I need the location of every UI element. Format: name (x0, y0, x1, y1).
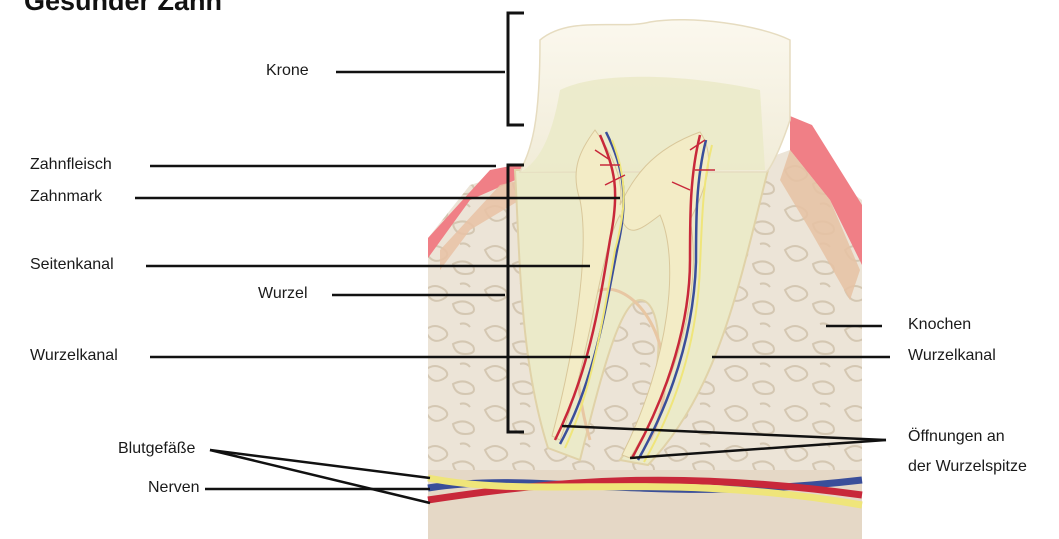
label-oeffnungen-line1: Öffnungen an (908, 428, 1005, 446)
diagram-title: Gesunder Zahn (24, 0, 222, 17)
label-seitenkanal: Seitenkanal (30, 256, 114, 274)
label-knochen: Knochen (908, 316, 971, 334)
label-wurzelkanal-left: Wurzelkanal (30, 347, 118, 365)
label-blutgefaesse: Blutgefäße (118, 440, 195, 458)
crown-bracket (508, 13, 524, 125)
leader-blutgefaesse-2 (210, 450, 430, 503)
label-zahnfleisch: Zahnfleisch (30, 156, 112, 174)
label-nerven: Nerven (148, 479, 200, 497)
label-wurzelkanal-right: Wurzelkanal (908, 347, 996, 365)
label-zahnmark: Zahnmark (30, 188, 102, 206)
label-wurzel: Wurzel (258, 285, 308, 303)
label-krone: Krone (266, 62, 309, 80)
label-oeffnungen-line2: der Wurzelspitze (908, 458, 1027, 476)
leader-blutgefaesse-1 (210, 450, 430, 478)
